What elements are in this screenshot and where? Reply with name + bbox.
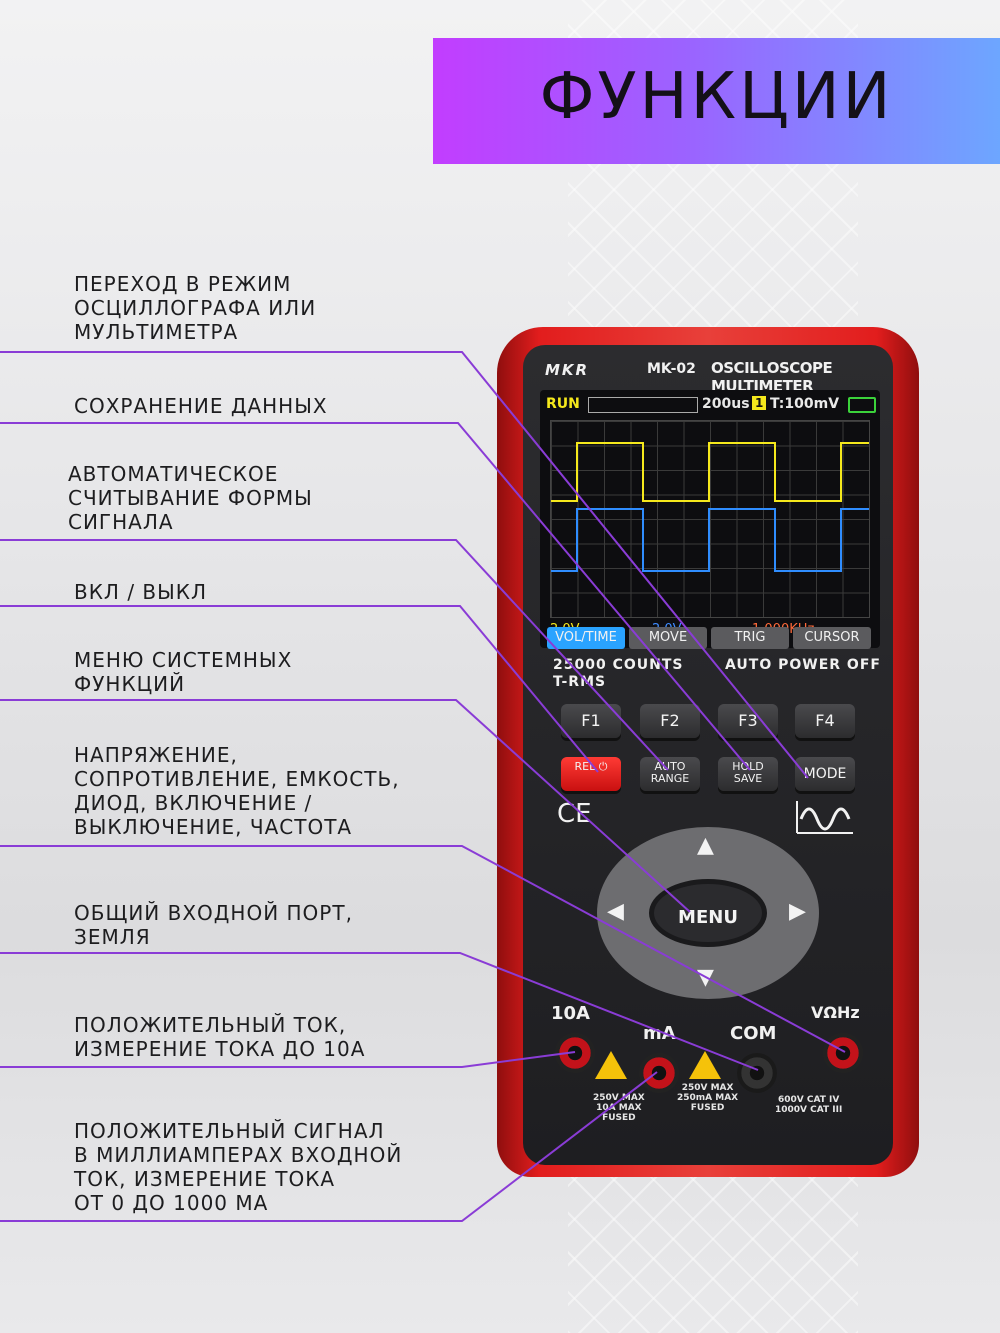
ch2-waveform [551,508,869,572]
line-mode [0,351,809,779]
line-auto [0,539,669,771]
scope-grid [550,420,870,618]
rating-10a: 250V MAX 10A MAX FUSED [593,1093,645,1123]
port-label-com: COM [730,1023,777,1044]
line-ma [0,1071,658,1222]
warning-icon [595,1051,627,1079]
hold-save-button[interactable]: HOLD SAVE [718,757,778,791]
f3-button[interactable]: F3 [718,704,778,738]
waveform-overview [588,397,698,413]
softkey-cursor[interactable]: CURSOR [793,627,871,649]
channel-badge: 1 [752,396,767,410]
label-mode-switch: ПЕРЕХОД В РЕЖИМ ОСЦИЛЛОГРАФА ИЛИ МУЛЬТИМ… [74,272,317,344]
spec-counts: 25000 COUNTS [553,657,684,673]
line-save [0,422,751,771]
line-power [0,605,599,773]
line-volt [0,845,846,1053]
line-com [0,952,759,1071]
warning-icon-2 [689,1051,721,1079]
navigation-dpad: ▲ ▼ ◀ ▶ MENU [597,827,819,999]
label-save-data: СОХРАНЕНИЕ ДАННЫХ [74,394,328,418]
softkey-bar: VOL/TIME MOVE TRIG CURSOR [543,627,878,651]
menu-button[interactable]: MENU [649,879,767,947]
multimeter-device: MKR MK-02 OSCILLOSCOPE MULTIMETER RUN 20… [497,327,919,1177]
brand-logo: MKR [545,361,590,379]
line-10a [0,1051,576,1068]
label-10a-port: ПОЛОЖИТЕЛЬНЫЙ ТОК, ИЗМЕРЕНИЕ ТОКА ДО 10А [74,1013,366,1061]
softkey-trig[interactable]: TRIG [711,627,789,649]
timebase: 200us [702,396,750,412]
battery-icon [848,397,876,413]
label-power: ВКЛ / ВЫКЛ [74,580,208,604]
oscilloscope-icon [796,801,853,834]
f4-button[interactable]: F4 [795,704,855,738]
rating-ma: 250V MAX 250mA MAX FUSED [677,1083,739,1113]
label-auto-waveform: АВТОМАТИЧЕСКОЕ СЧИТЫВАНИЕ ФОРМЫ СИГНАЛА [68,462,313,534]
jack-com[interactable] [737,1053,777,1093]
spec-trms: T-RMS [553,674,607,690]
model-name: MK-02 [647,361,696,377]
waveforms [551,442,869,572]
ce-mark: CE [557,799,592,829]
label-com-port: ОБЩИЙ ВХОДНОЙ ПОРТ, ЗЕМЛЯ [74,901,353,949]
label-system-menu: МЕНЮ СИСТЕМНЫХ ФУНКЦИЙ [74,648,293,696]
f1-button[interactable]: F1 [561,704,621,738]
right-arrow-button[interactable]: ▶ [789,899,806,924]
label-measurements: НАПРЯЖЕНИЕ, СОПРОТИВЛЕНИЕ, ЕМКОСТЬ, ДИОД… [74,743,400,839]
run-status: RUN [546,396,580,412]
title-banner: ФУНКЦИИ [433,38,1000,164]
rating-v: 600V CAT IV 1000V CAT III [775,1095,843,1115]
jack-ma[interactable] [639,1053,679,1093]
brand-strip: MKR MK-02 OSCILLOSCOPE MULTIMETER [539,357,884,395]
status-bar: RUN 200us 1 T:100mV [540,393,880,415]
softkey-move[interactable]: MOVE [629,627,707,649]
up-arrow-button[interactable]: ▲ [697,833,714,858]
f2-button[interactable]: F2 [640,704,700,738]
left-arrow-button[interactable]: ◀ [607,899,624,924]
power-icon: ⏻ [598,760,608,773]
line-menu [0,699,691,913]
spec-power: AUTO POWER OFF [725,657,881,673]
trigger-level: T:100mV [770,396,840,412]
port-label-v: VΩHz [811,1003,860,1022]
ch1-waveform [551,442,869,502]
softkey-vol-time[interactable]: VOL/TIME [547,627,625,649]
port-label-10a: 10A [551,1003,590,1024]
banner-title: ФУНКЦИИ [539,60,894,134]
jack-v[interactable] [823,1033,863,1073]
label-ma-port: ПОЛОЖИТЕЛЬНЫЙ СИГНАЛ В МИЛЛИАМПЕРАХ ВХОД… [74,1119,403,1215]
